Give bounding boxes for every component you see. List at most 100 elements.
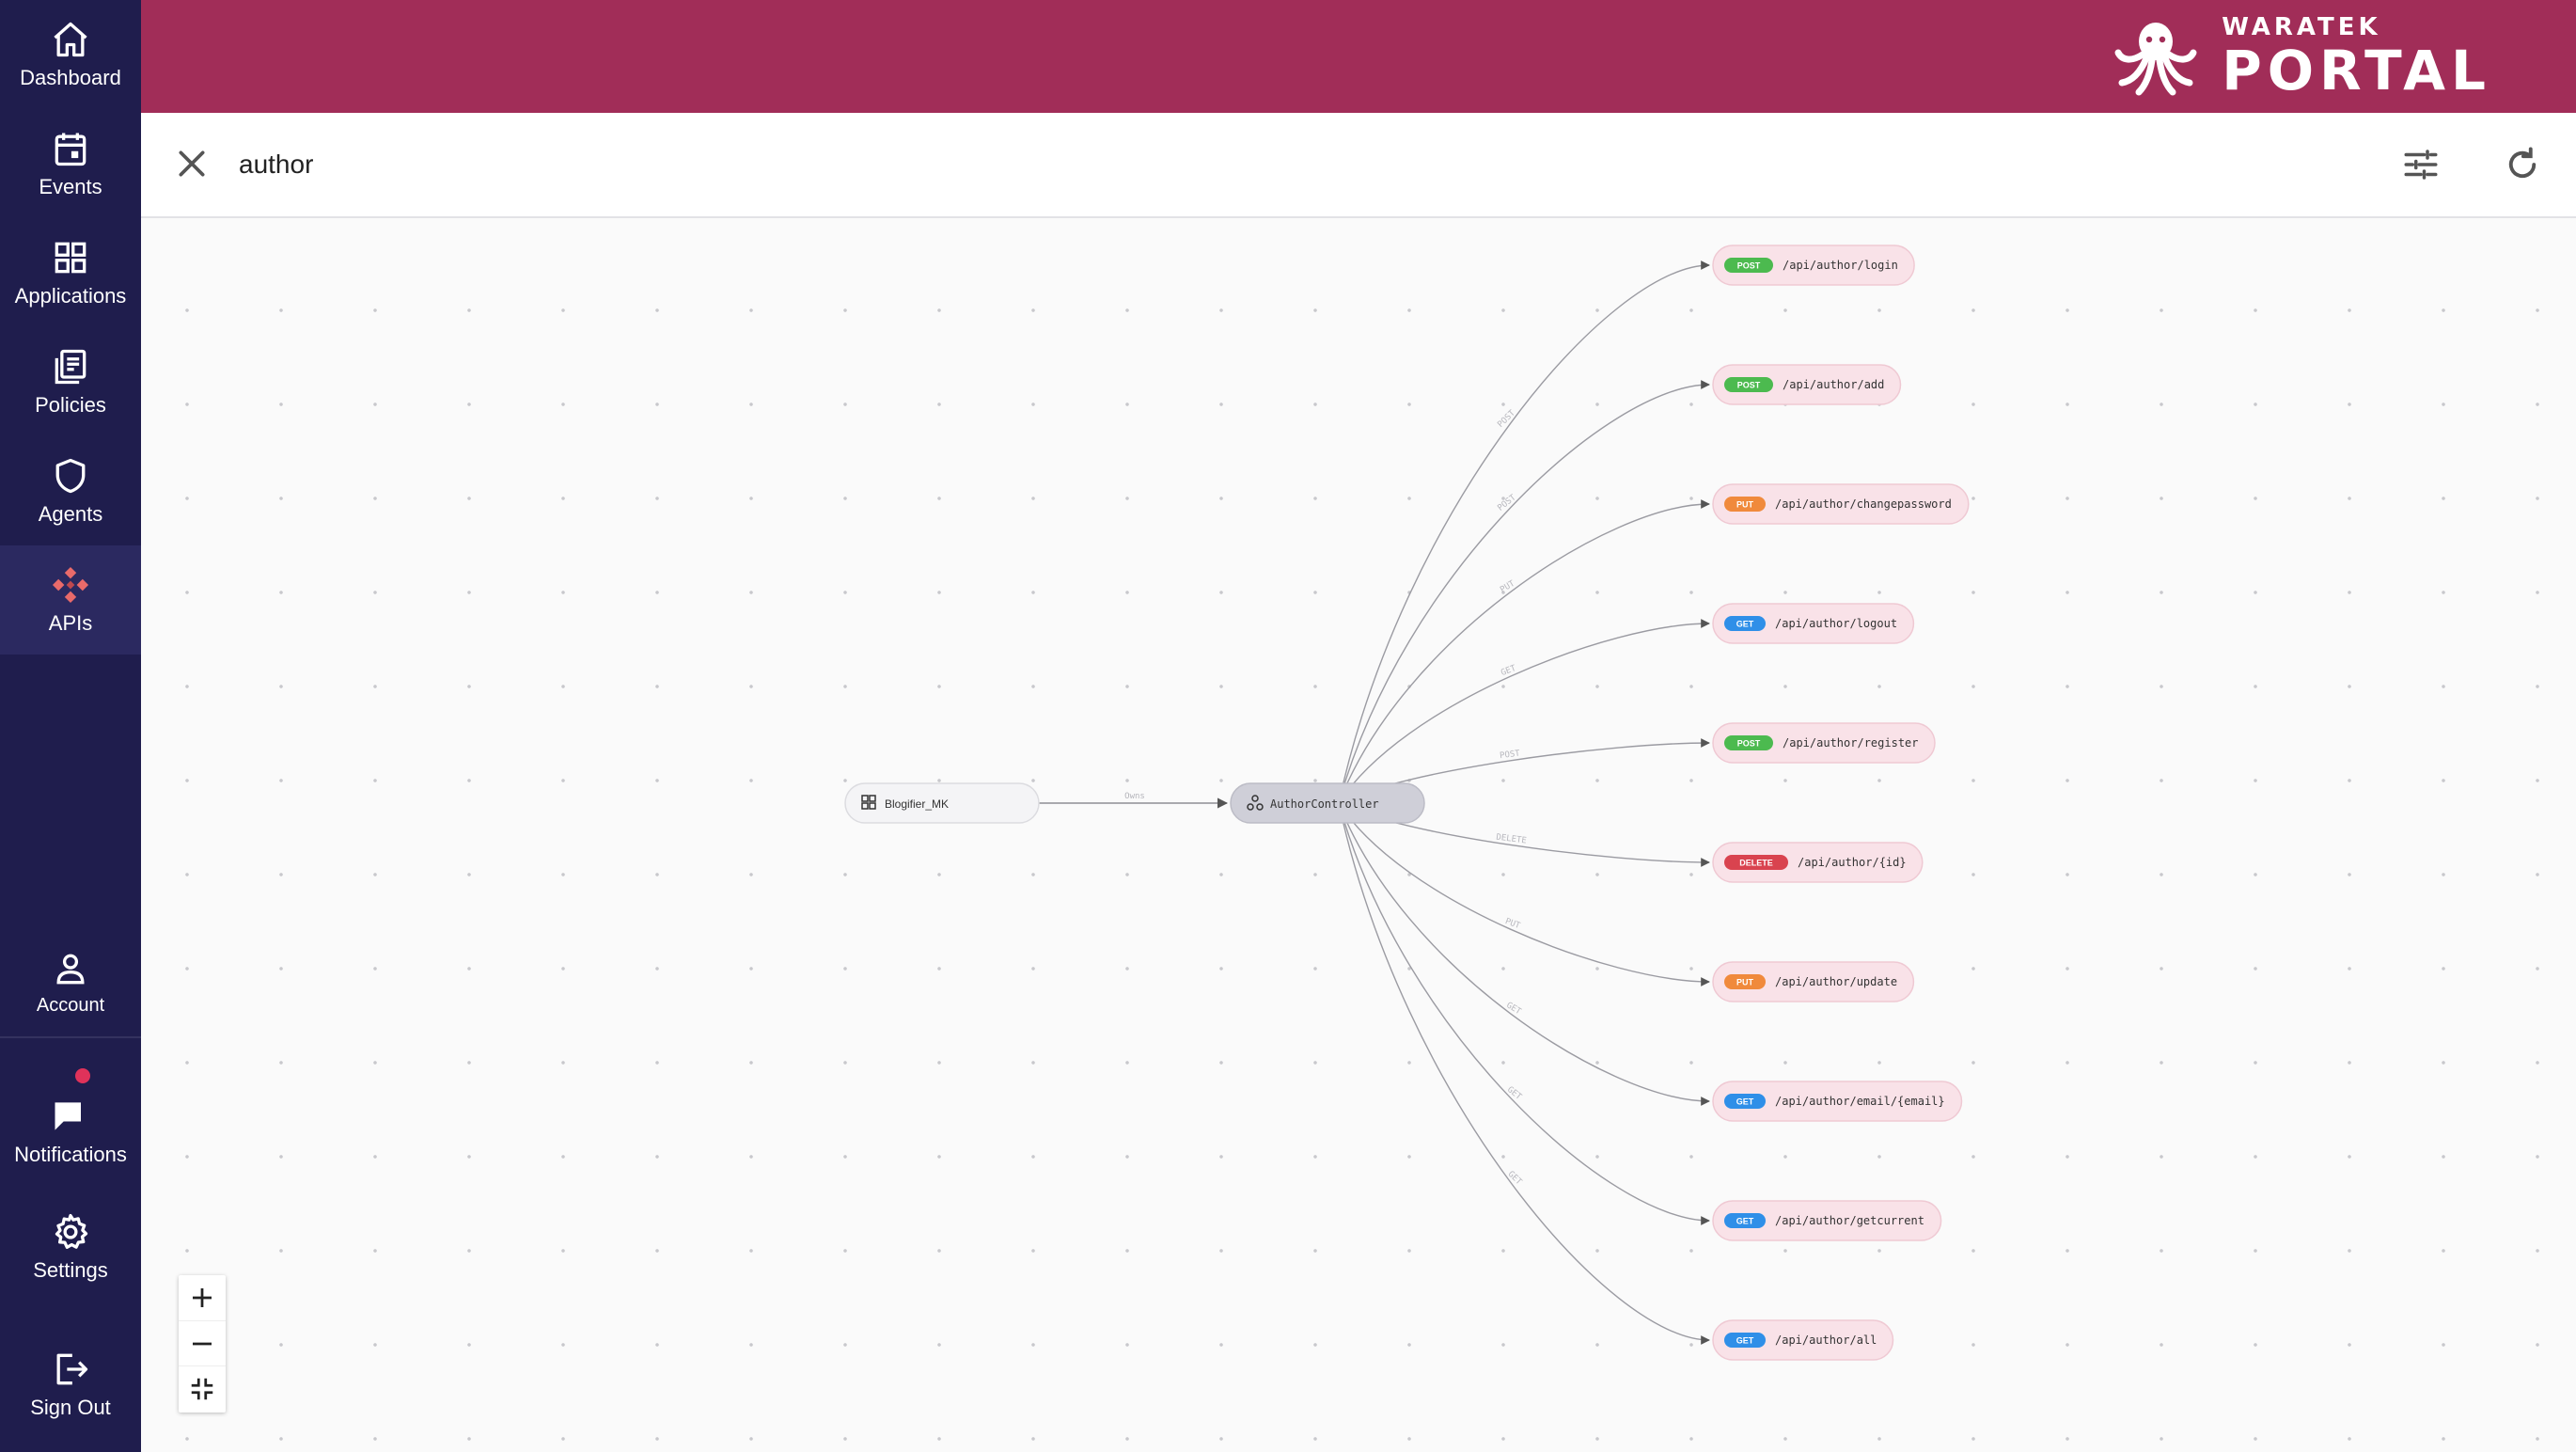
- document-list-icon: [55, 349, 86, 385]
- edge-label-owns: Owns: [1124, 792, 1145, 801]
- edge-controller-to-endpoint: [1338, 802, 1710, 986]
- edge-label-method: PUT: [1499, 578, 1517, 594]
- endpoint-pill: [1712, 483, 1970, 525]
- edge-label-method: POST: [1500, 749, 1521, 761]
- endpoint-node[interactable]: GET/api/author/email/{email}: [1712, 1081, 1963, 1122]
- method-badge: [1724, 377, 1773, 392]
- api-diamond-icon: [52, 566, 89, 604]
- sidebar-item-notifications[interactable]: Notifications: [0, 1057, 141, 1206]
- endpoint-path-label: /api/author/{id}: [1798, 856, 1907, 869]
- method-badge-label: DELETE: [1739, 859, 1773, 868]
- clear-search-button[interactable]: [173, 145, 211, 187]
- endpoint-pill: [1712, 245, 1915, 286]
- method-badge: [1724, 974, 1766, 989]
- sidebar-item-settings[interactable]: Settings: [0, 1194, 141, 1300]
- edge-label-method: GET: [1500, 664, 1517, 678]
- sidebar-item-account[interactable]: Account: [0, 929, 141, 1034]
- sidebar-item-label: Notifications: [14, 1143, 127, 1166]
- endpoint-node[interactable]: GET/api/author/getcurrent: [1712, 1200, 1942, 1241]
- endpoint-path-label: /api/author/update: [1775, 975, 1897, 988]
- controller-node[interactable]: AuthorController: [1230, 782, 1425, 824]
- endpoint-pill: [1712, 1319, 1894, 1361]
- sidebar-item-agents[interactable]: Agents: [0, 436, 141, 545]
- plus-icon: [193, 1288, 212, 1307]
- endpoint-path-label: /api/author/login: [1783, 259, 1898, 272]
- endpoint-node[interactable]: DELETE/api/author/{id}: [1712, 842, 1924, 883]
- endpoint-pill: [1712, 1200, 1942, 1241]
- sidebar-item-label: Account: [36, 994, 105, 1016]
- fit-view-button[interactable]: [179, 1365, 226, 1412]
- method-badge: [1724, 1213, 1766, 1228]
- endpoint-node[interactable]: POST/api/author/login: [1712, 245, 1915, 286]
- close-icon: [179, 150, 205, 177]
- endpoint-pill: [1712, 1081, 1963, 1122]
- method-badge: [1724, 735, 1773, 750]
- endpoint-path-label: /api/author/add: [1783, 378, 1884, 391]
- sign-out-icon: [56, 1353, 88, 1385]
- endpoint-pill: [1712, 603, 1915, 644]
- endpoint-path-label: /api/author/email/{email}: [1775, 1095, 1945, 1108]
- waratek-logo: WARATEK PORTAL: [2113, 13, 2491, 100]
- endpoint-pill: [1712, 364, 1902, 405]
- edge-controller-to-endpoint: [1338, 802, 1710, 1345]
- endpoint-node[interactable]: PUT/api/author/update: [1712, 961, 1915, 1002]
- edge-label-method: PUT: [1503, 917, 1521, 931]
- endpoint-pill: [1712, 842, 1924, 883]
- edge-label-method: GET: [1504, 1001, 1523, 1017]
- gear-icon: [55, 1213, 88, 1249]
- sidebar-item-policies[interactable]: Policies: [0, 327, 141, 436]
- zoom-in-button[interactable]: [179, 1275, 226, 1320]
- application-grid-icon: [861, 795, 876, 810]
- endpoint-node[interactable]: POST/api/author/register: [1712, 722, 1936, 764]
- edge-controller-to-endpoint: [1338, 802, 1710, 1106]
- sidebar-item-label: Agents: [38, 502, 103, 526]
- home-icon: [54, 22, 87, 57]
- sidebar-item-apis[interactable]: APIs: [0, 545, 141, 655]
- application-node-label: Blogifier_MK: [885, 797, 949, 811]
- method-badge-label: POST: [1737, 261, 1761, 271]
- method-badge: [1724, 497, 1766, 512]
- refresh-button[interactable]: [2503, 145, 2542, 189]
- endpoint-path-label: /api/author/getcurrent: [1775, 1214, 1924, 1227]
- method-badge-label: POST: [1737, 381, 1761, 390]
- endpoint-node[interactable]: GET/api/author/all: [1712, 1319, 1894, 1361]
- api-graph[interactable]: OwnsPOSTPOSTPUTGETPOSTDELETEPUTGETGETGET…: [141, 218, 2576, 1452]
- method-badge: [1724, 1333, 1766, 1348]
- edge-controller-to-endpoint: [1338, 499, 1710, 804]
- method-badge-label: PUT: [1736, 500, 1754, 510]
- sidebar-item-applications[interactable]: Applications: [0, 218, 141, 327]
- calendar-icon: [55, 133, 86, 166]
- endpoint-node[interactable]: POST/api/author/add: [1712, 364, 1902, 405]
- method-badge: [1724, 258, 1773, 273]
- edge-controller-to-endpoint: [1338, 380, 1710, 804]
- method-badge-label: PUT: [1736, 978, 1754, 987]
- application-node[interactable]: Blogifier_MK: [844, 782, 1040, 824]
- endpoint-node[interactable]: PUT/api/author/changepassword: [1712, 483, 1970, 525]
- method-badge: [1724, 855, 1788, 870]
- search-input[interactable]: [239, 141, 1743, 188]
- sidebar-item-sign-out[interactable]: Sign Out: [0, 1330, 141, 1439]
- method-badge: [1724, 1094, 1766, 1109]
- zoom-out-button[interactable]: [179, 1320, 226, 1366]
- endpoint-pill: [1712, 722, 1936, 764]
- sidebar-item-events[interactable]: Events: [0, 109, 141, 218]
- edge-label-method: DELETE: [1496, 833, 1528, 846]
- application-node-pill: [844, 782, 1040, 824]
- sidebar-item-label: Dashboard: [20, 66, 121, 89]
- top-bar: WARATEK PORTAL: [141, 0, 2576, 113]
- endpoint-path-label: /api/author/all: [1775, 1334, 1877, 1347]
- user-icon: [56, 954, 85, 984]
- search-bar: [141, 113, 2576, 218]
- sidebar-item-dashboard[interactable]: Dashboard: [0, 0, 141, 109]
- grid-icon: [55, 242, 86, 274]
- filter-button[interactable]: [2401, 145, 2441, 189]
- method-badge-label: GET: [1736, 1336, 1754, 1346]
- edge-label-method: GET: [1505, 1085, 1523, 1102]
- endpoint-node[interactable]: GET/api/author/logout: [1712, 603, 1915, 644]
- method-badge-label: POST: [1737, 739, 1761, 749]
- chat-bubble-icon: [55, 1102, 81, 1130]
- endpoint-path-label: /api/author/register: [1783, 736, 1919, 750]
- zoom-controls: [179, 1275, 226, 1413]
- octopus-logo-icon: [2114, 23, 2197, 96]
